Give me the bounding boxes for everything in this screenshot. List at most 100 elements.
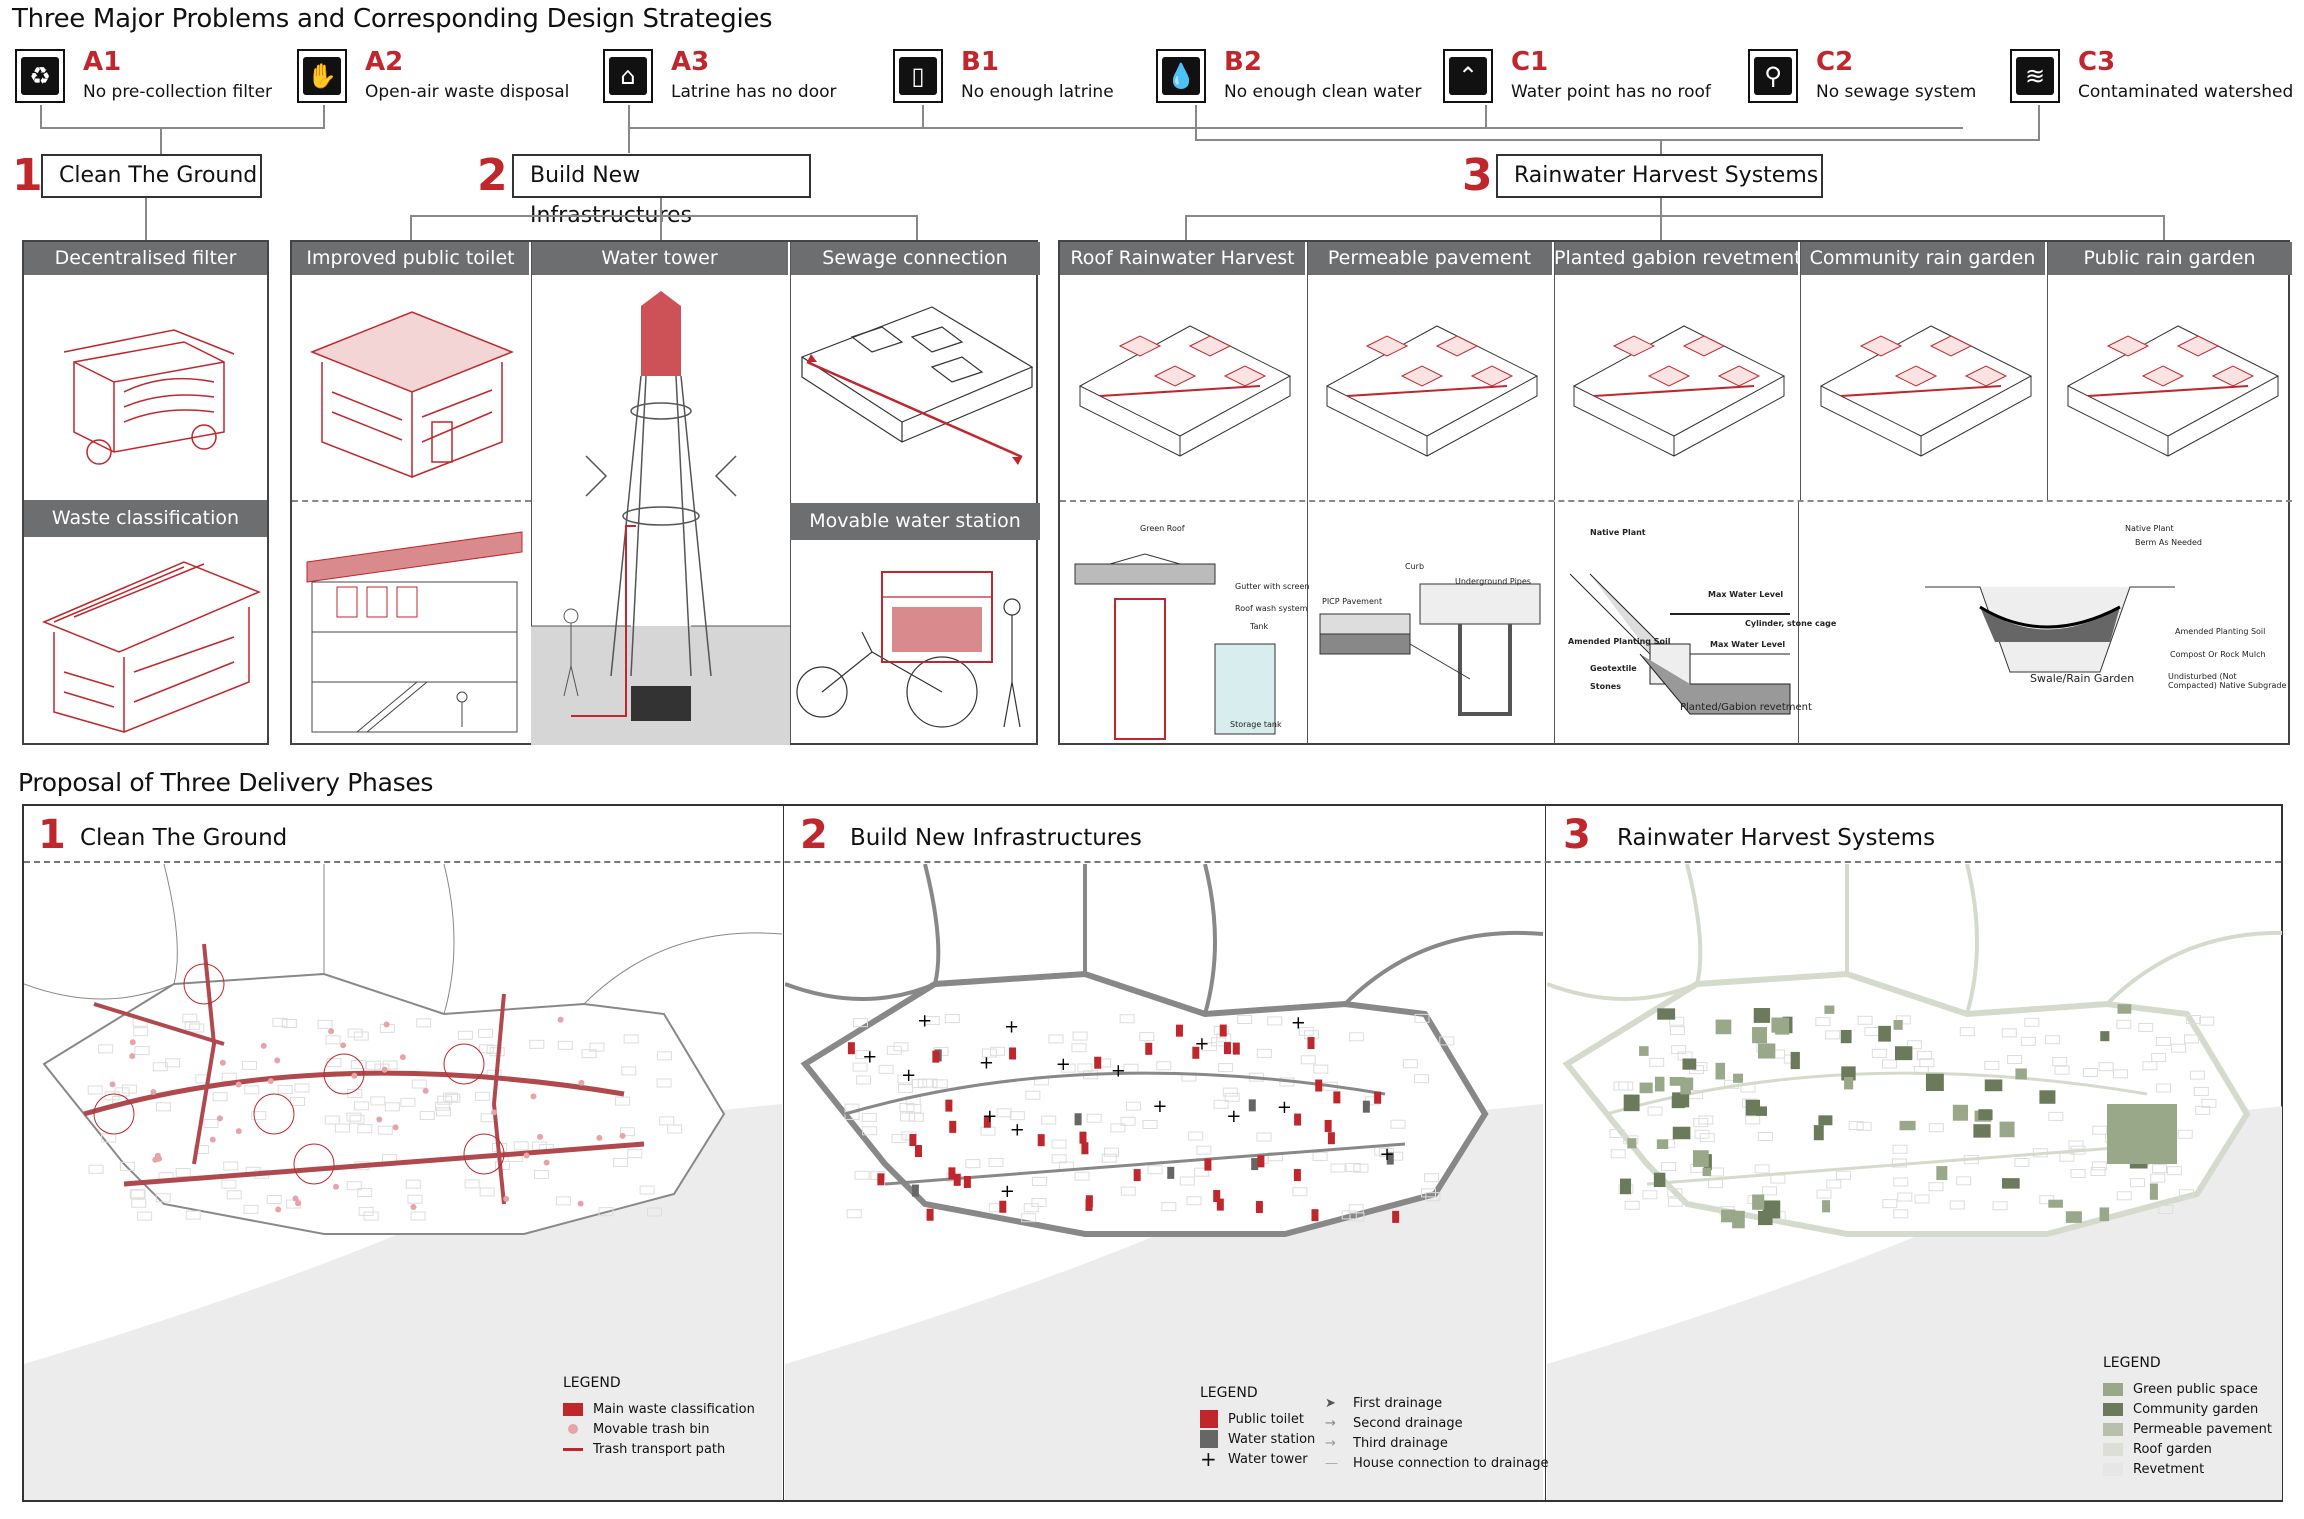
trash-bin: [523, 1152, 530, 1159]
building: [912, 1079, 928, 1089]
latrine-icon: ⌂: [603, 49, 653, 103]
building: [349, 1114, 365, 1124]
building: [1647, 1106, 1663, 1116]
legend-water-tower: Water tower: [1228, 1451, 1308, 1467]
building: [612, 1157, 628, 1167]
building: [1856, 1121, 1872, 1131]
toilet-section-illustration: [306, 531, 523, 733]
waste-station-illustration: [42, 561, 261, 733]
trash-bin: [399, 1054, 406, 1061]
building: [2178, 1189, 2194, 1199]
building: [2193, 1086, 2209, 1096]
garden-plot: [1680, 1082, 1691, 1095]
building: [2116, 1019, 2132, 1029]
building: [1188, 1131, 1204, 1141]
building: [1390, 1119, 1406, 1129]
building: [2183, 1034, 2199, 1044]
toilet-marker: [1037, 1134, 1045, 1147]
building: [1267, 1016, 1283, 1026]
building: [1330, 1163, 1346, 1173]
toilet-marker: [1219, 1024, 1227, 1037]
building: [241, 1060, 257, 1070]
flow-line: [1346, 385, 1508, 397]
building: [1897, 1192, 1913, 1202]
building: [862, 1126, 878, 1136]
road: [1547, 864, 2282, 1015]
garden-plot: [1893, 1020, 1903, 1030]
building: [2158, 1205, 2174, 1215]
building: [243, 1204, 259, 1214]
flow-line: [1593, 385, 1755, 397]
building: [131, 1198, 147, 1208]
building: [223, 1161, 239, 1171]
problem-text: Water point has no roof: [1511, 82, 1711, 102]
garden-plot: [1822, 1200, 1831, 1213]
building: [900, 1112, 916, 1122]
building: [1031, 1176, 1047, 1186]
building: [1835, 1170, 1851, 1180]
building: [898, 1084, 914, 1094]
building: [365, 1060, 381, 1070]
water-tower-marker: +: [982, 1106, 997, 1127]
building: [1077, 1063, 1093, 1073]
building: [377, 1125, 393, 1135]
garden-plot: [1715, 1062, 1726, 1080]
building: [1051, 1154, 1067, 1164]
building: [1949, 1200, 1965, 1210]
garden-plot: [1671, 1096, 1685, 1109]
label-berm: Berm As Needed: [2135, 538, 2202, 547]
building: [1694, 1129, 1710, 1139]
building: [1893, 1177, 1909, 1187]
building: [944, 1014, 960, 1024]
building: [621, 1066, 637, 1076]
building: [2116, 1191, 2132, 1201]
building: [1667, 1188, 1683, 1198]
building: [667, 1124, 683, 1134]
building: [1103, 1147, 1119, 1157]
building: [615, 1096, 631, 1106]
garden-plot: [1721, 1209, 1736, 1223]
legend-community-garden: Community garden: [2133, 1401, 2259, 1417]
building: [1992, 1201, 2008, 1211]
building: [924, 1016, 940, 1026]
garden-plot: [1672, 1126, 1691, 1140]
problem-code: A1: [83, 47, 122, 77]
iso-tree: [2141, 365, 2185, 387]
building: [1857, 1015, 1873, 1025]
building: [1848, 1121, 1864, 1131]
garden-plot: [2117, 1004, 2132, 1014]
building: [155, 1102, 171, 1112]
trash-bin: [392, 1124, 399, 1131]
strategy-rainwater: Rainwater Harvest Systems: [1496, 154, 1823, 198]
toilet-marker: [999, 1200, 1007, 1213]
building: [98, 1044, 114, 1054]
building: [317, 1019, 333, 1029]
iso-block-side: [1573, 376, 1785, 457]
trash-bin: [340, 1042, 347, 1049]
building: [129, 1189, 145, 1199]
building: [1669, 1026, 1685, 1036]
toilet-illustration: [309, 311, 515, 479]
building: [130, 1189, 146, 1199]
building: [1224, 1092, 1240, 1102]
building: [1959, 1027, 1975, 1037]
trash-bin: [543, 1159, 550, 1166]
phase-title-3: Rainwater Harvest Systems: [1617, 825, 1936, 851]
trash-bin: [129, 1053, 136, 1060]
garden-plot: [1758, 1043, 1776, 1059]
strategy-build-infrastructures: Build New Infrastructures: [512, 154, 811, 228]
building: [1292, 1187, 1308, 1197]
legend-roof-garden: Roof garden: [2133, 1441, 2212, 1457]
garden-plot: [1925, 1073, 1944, 1092]
water-tower-marker: +: [862, 1046, 877, 1067]
building: [155, 1193, 171, 1203]
problem-text: Latrine has no door: [671, 82, 837, 102]
toilet-marker: [926, 1208, 934, 1221]
building: [990, 1046, 1006, 1056]
garden-plot: [1627, 1138, 1637, 1149]
head-permeable-pavement: Permeable pavement: [1307, 242, 1554, 275]
settlement-outline: [800, 970, 1489, 1237]
building: [2156, 1083, 2172, 1093]
toilet-marker: [847, 1042, 855, 1055]
problem-code: C1: [1511, 47, 1549, 77]
